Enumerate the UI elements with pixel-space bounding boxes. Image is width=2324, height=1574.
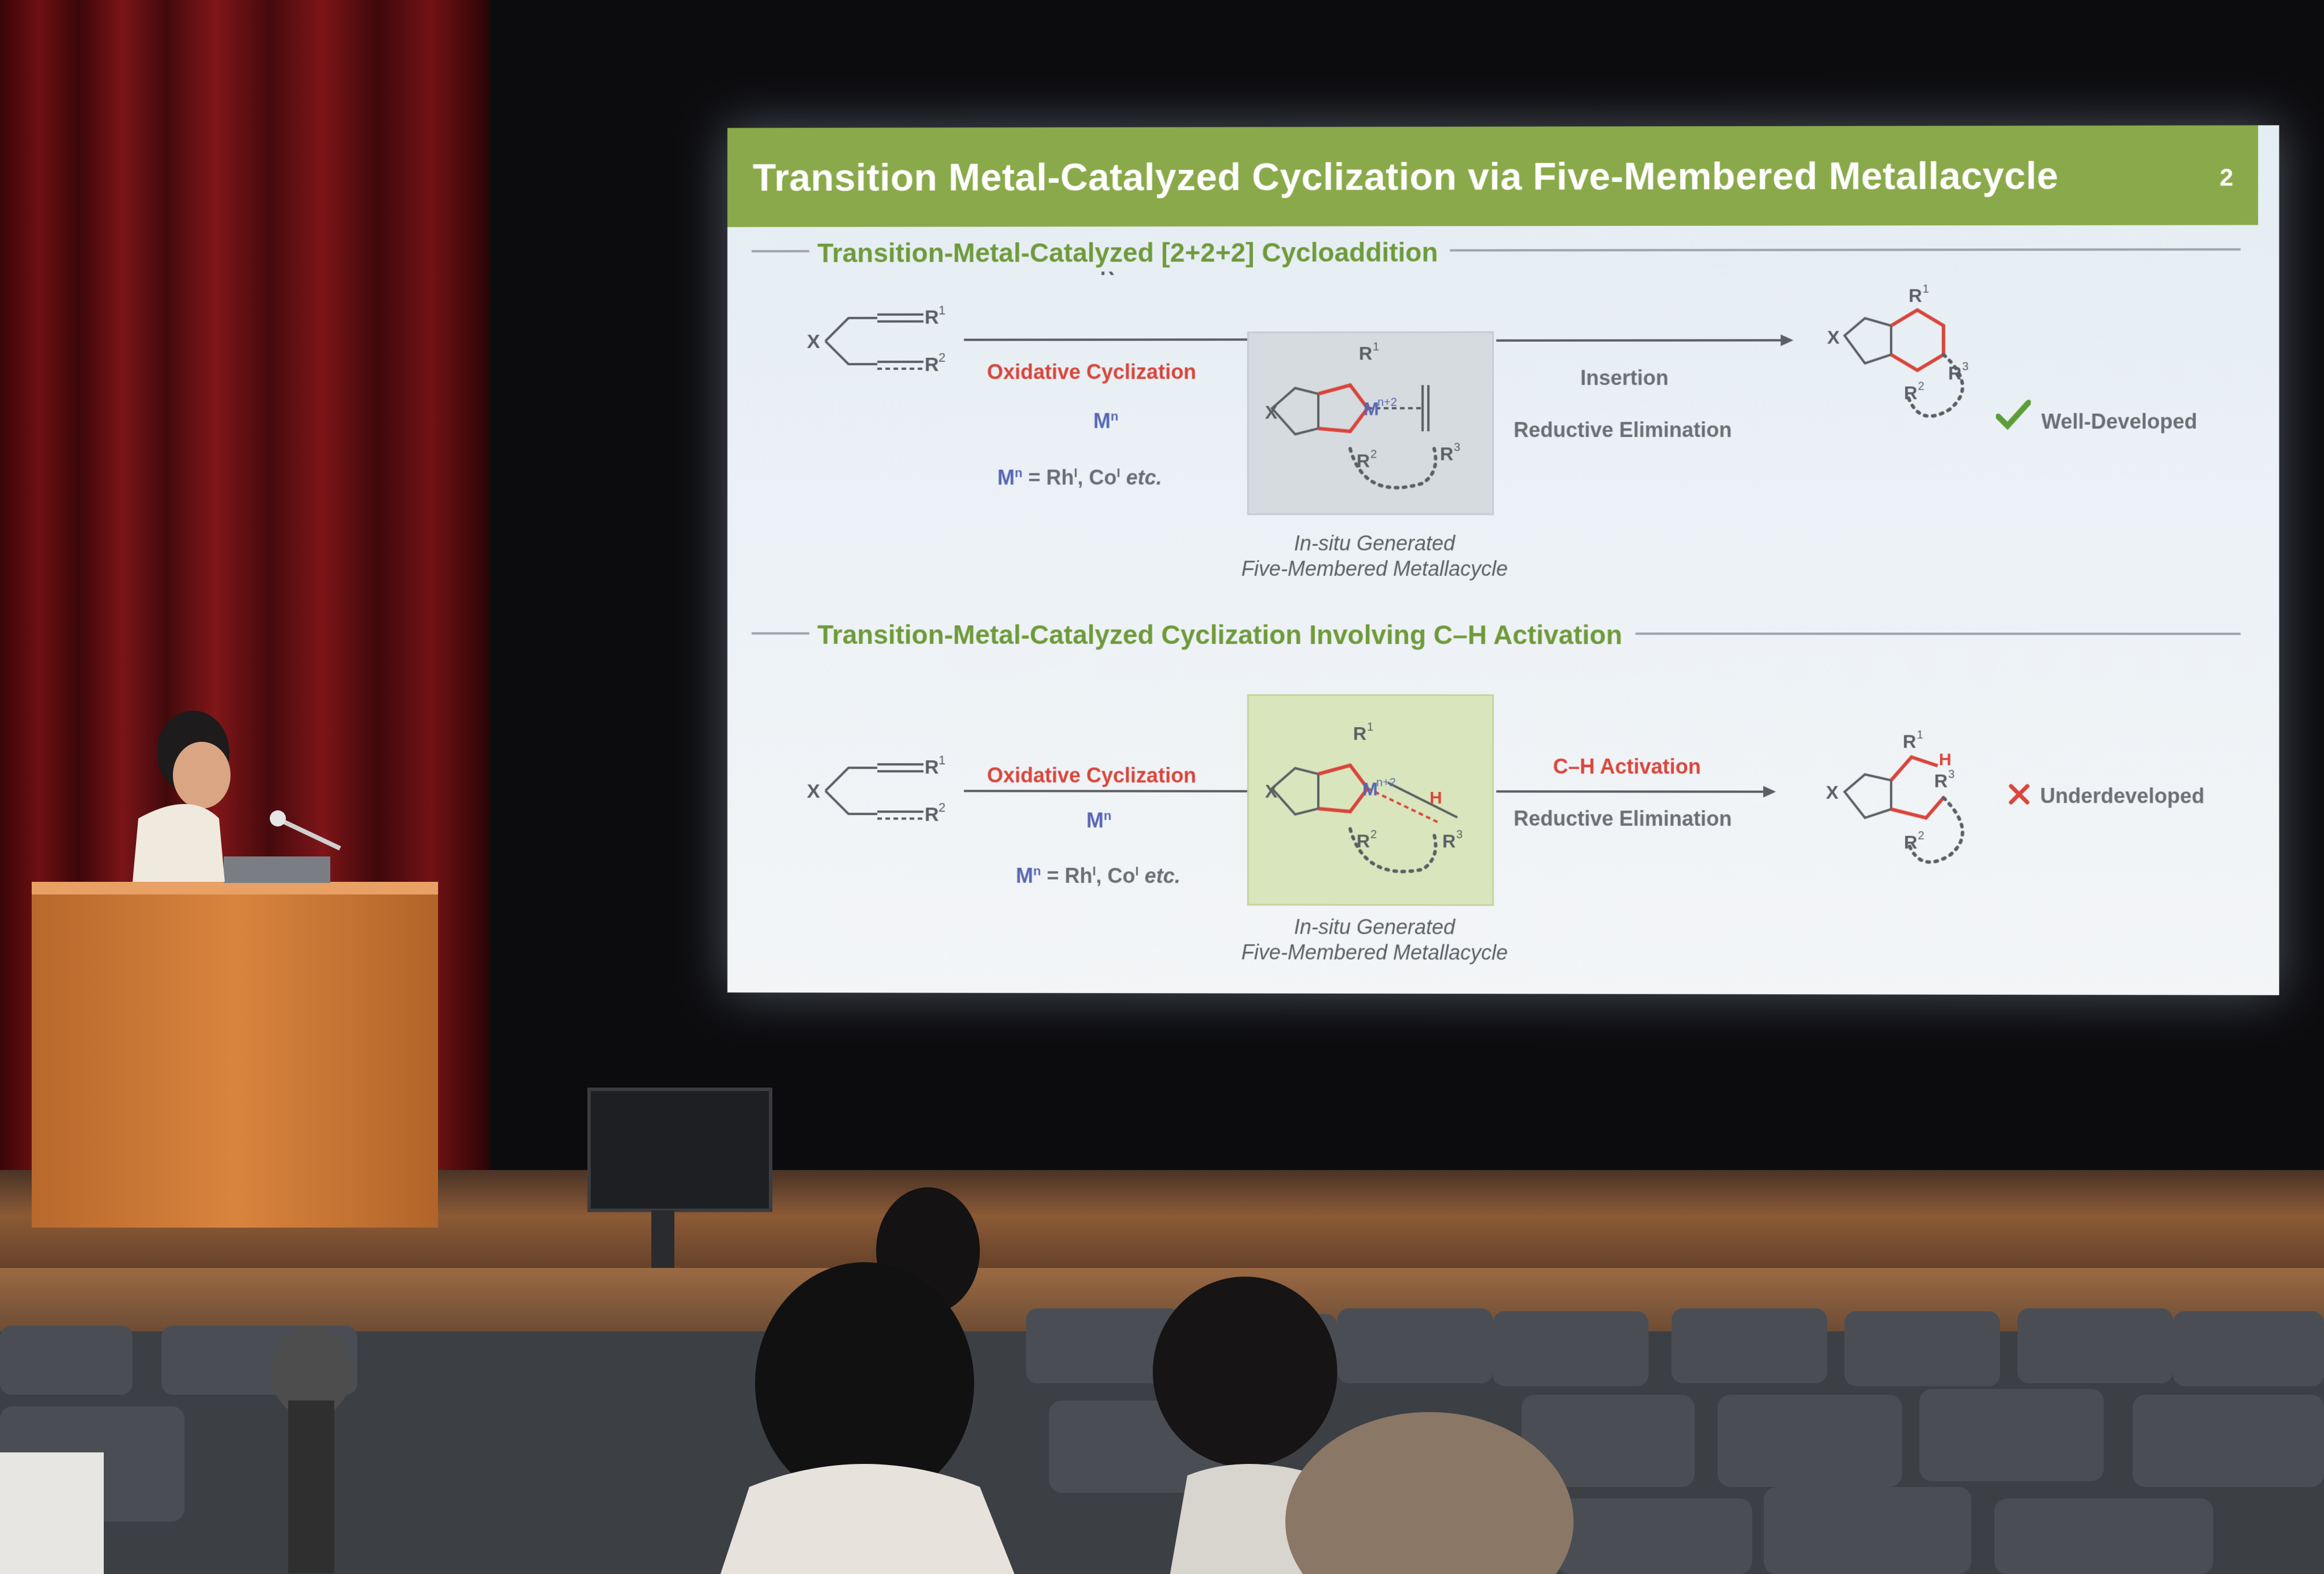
- cross-icon: [2008, 783, 2031, 806]
- section2-scheme: X R 1 R 2 X R 1 H R 3 R 2: [807, 729, 2258, 977]
- svg-text:3: 3: [1454, 441, 1460, 454]
- stage-monitor: [587, 1088, 772, 1212]
- product-x-label: X: [1827, 327, 1840, 348]
- svg-text:3: 3: [1456, 828, 1462, 841]
- svg-text:2: 2: [1371, 448, 1377, 461]
- section1-metal-note: Mn = RhI, CoI etc.: [997, 465, 1162, 489]
- svg-text:X: X: [1826, 782, 1839, 803]
- diyne-structure-1: [824, 315, 923, 369]
- product-r1-sup: 1: [1923, 283, 1929, 296]
- presentation-slide: Transition Metal-Catalyzed Cyclization v…: [727, 125, 2280, 995]
- svg-text:R: R: [1903, 731, 1916, 752]
- section1-metal-label: Mn: [1093, 409, 1119, 433]
- product-r3-label: R: [1948, 363, 1961, 383]
- product-r1-label: R: [1908, 285, 1922, 306]
- product-r2-label: R: [1904, 383, 1917, 403]
- presenter-shirt: [133, 804, 225, 882]
- diyne-x-label: X: [807, 331, 820, 353]
- svg-text:X: X: [807, 780, 820, 802]
- section2-metal-label: Mn: [1086, 808, 1112, 832]
- section1-metallacycle-box: X R 1 M n+2 R 2 R 3: [1247, 331, 1494, 515]
- svg-text:n+2: n+2: [1378, 396, 1397, 409]
- alkyne-r3-label: R: [1100, 270, 1115, 280]
- svg-text:R: R: [1904, 832, 1917, 852]
- svg-text:1: 1: [1367, 721, 1374, 734]
- svg-text:2: 2: [938, 800, 945, 814]
- section2-rule-left: [751, 632, 810, 635]
- svg-text:1: 1: [1373, 341, 1379, 353]
- laptop: [224, 856, 330, 883]
- svg-text:R: R: [925, 803, 939, 825]
- svg-text:M: M: [1363, 779, 1378, 799]
- diyne-structure-2: [824, 764, 923, 818]
- svg-text:R: R: [1442, 831, 1455, 851]
- slide-page-number: 2: [2219, 163, 2234, 191]
- diyne-r1-sup: 1: [938, 303, 945, 318]
- audience-members: [0, 1187, 1574, 1574]
- slide-title: Transition Metal-Catalyzed Cyclization v…: [752, 154, 2059, 199]
- section2-reductive-elimination: Reductive Elimination: [1514, 806, 1732, 831]
- svg-text:X: X: [1265, 402, 1278, 422]
- diyne-r1-label: R: [925, 307, 939, 329]
- section1-box-caption-line1: In-situ Generated: [1293, 531, 1455, 555]
- section2-status: Underdeveloped: [2040, 784, 2205, 808]
- section2-heading: Transition-Metal-Catalyzed Cyclization I…: [817, 620, 1623, 650]
- svg-text:H: H: [1429, 788, 1442, 807]
- svg-text:R: R: [1359, 343, 1372, 364]
- svg-text:3: 3: [1948, 768, 1955, 781]
- section2-c-h-activation: C–H Activation: [1553, 754, 1701, 779]
- slide-header-bar: Transition Metal-Catalyzed Cyclization v…: [727, 125, 2258, 227]
- svg-text:1: 1: [1916, 729, 1923, 741]
- podium: [32, 882, 438, 1228]
- product-r2-sup: 2: [1918, 380, 1924, 392]
- section2-box-caption-line1: In-situ Generated: [1293, 915, 1455, 939]
- svg-text:X: X: [1265, 781, 1278, 802]
- section1-box-caption-line2: Five-Membered Metallacycle: [1241, 556, 1508, 581]
- section1-rule-right: [1450, 248, 2241, 252]
- svg-text:R: R: [925, 756, 939, 778]
- section2-oxidative-cyclization: Oxidative Cyclization: [987, 763, 1197, 787]
- section1-oxidative-cyclization: Oxidative Cyclization: [987, 360, 1197, 384]
- diyne-r2-label: R: [925, 354, 939, 376]
- section1-heading: Transition-Metal-Catalyzed [2+2+2] Cyclo…: [817, 237, 1438, 268]
- diyne-r2-sup: 2: [938, 350, 945, 365]
- svg-text:2: 2: [1918, 829, 1924, 842]
- section1-reductive-elimination: Reductive Elimination: [1514, 418, 1732, 442]
- section1-scheme: X R 1 R 2 R 3 X R 1 R 3 R 2: [807, 270, 2258, 595]
- svg-text:R: R: [1440, 443, 1453, 464]
- svg-text:n+2: n+2: [1376, 776, 1396, 789]
- section2-rule-right: [1635, 632, 2241, 635]
- svg-text:R: R: [1357, 831, 1370, 851]
- section2-box-caption-line2: Five-Membered Metallacycle: [1241, 940, 1508, 965]
- section1-rule-left: [751, 250, 810, 252]
- svg-text:H: H: [1939, 750, 1952, 769]
- product-r3-sup: 3: [1962, 360, 1968, 373]
- svg-text:1: 1: [938, 753, 945, 767]
- section2-metallacycle-box: X R 1 M n+2 H R 2 R 3: [1247, 694, 1494, 906]
- svg-text:M: M: [1364, 398, 1379, 419]
- svg-text:R: R: [1934, 771, 1948, 791]
- section1-insertion: Insertion: [1580, 365, 1669, 390]
- section1-status: Well-Developed: [2041, 409, 2197, 433]
- svg-text:2: 2: [1371, 828, 1377, 841]
- svg-text:R: R: [1357, 451, 1370, 471]
- section2-metal-note: Mn = RhI, CoI etc.: [1016, 863, 1181, 888]
- check-icon: [1996, 399, 2031, 431]
- svg-text:R: R: [1353, 723, 1366, 744]
